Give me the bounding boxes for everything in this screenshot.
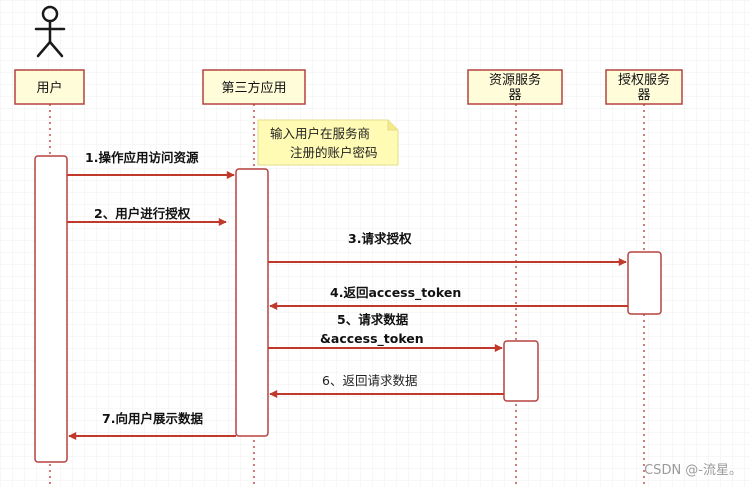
- message-2: 2、用户进行授权: [67, 206, 227, 226]
- participant-user: 用户: [14, 69, 85, 105]
- message-label: 4.返回access_token: [330, 285, 461, 301]
- participant-res: 资源服务 器: [467, 69, 563, 105]
- message-label-line-2: &access_token: [320, 331, 424, 347]
- participant-label: 资源服务: [489, 72, 541, 88]
- message-1: 1.操作应用访问资源: [67, 150, 235, 179]
- participant-label-wrap: 器: [637, 88, 650, 103]
- participant-auth: 授权服务 器: [605, 69, 683, 105]
- message-7: 7.向用户展示数据: [68, 411, 236, 440]
- message-label: 6、返回请求数据: [322, 373, 417, 388]
- message-label: 2、用户进行授权: [94, 206, 191, 221]
- message-label: 7.向用户展示数据: [102, 411, 203, 426]
- participant-label-wrap: 器: [508, 88, 521, 103]
- user-actor-icon: [34, 5, 66, 58]
- message-label: 3.请求授权: [348, 231, 412, 246]
- watermark: CSDN @-流星。: [644, 463, 742, 478]
- activation-auth: [627, 251, 662, 315]
- participant-label: 授权服务: [618, 72, 670, 88]
- message-label: 5、请求数据: [337, 312, 409, 327]
- message-4: 4.返回access_token: [269, 285, 628, 310]
- note-line-1: 输入用户在服务商: [270, 126, 370, 141]
- note-line-2: 注册的账户密码: [290, 145, 378, 160]
- note: 输入用户在服务商 注册的账户密码: [257, 119, 399, 166]
- activation-user: [34, 155, 68, 463]
- activation-app: [235, 168, 269, 437]
- message-5: 5、请求数据 &access_token: [268, 312, 503, 352]
- message-6: 6、返回请求数据: [269, 373, 504, 398]
- participant-label: 用户: [36, 80, 62, 96]
- participant-label: 第三方应用: [221, 80, 286, 96]
- message-3: 3.请求授权: [268, 231, 627, 266]
- participant-app: 第三方应用: [202, 69, 306, 105]
- message-label: 1.操作应用访问资源: [85, 150, 199, 165]
- activation-res: [503, 340, 539, 402]
